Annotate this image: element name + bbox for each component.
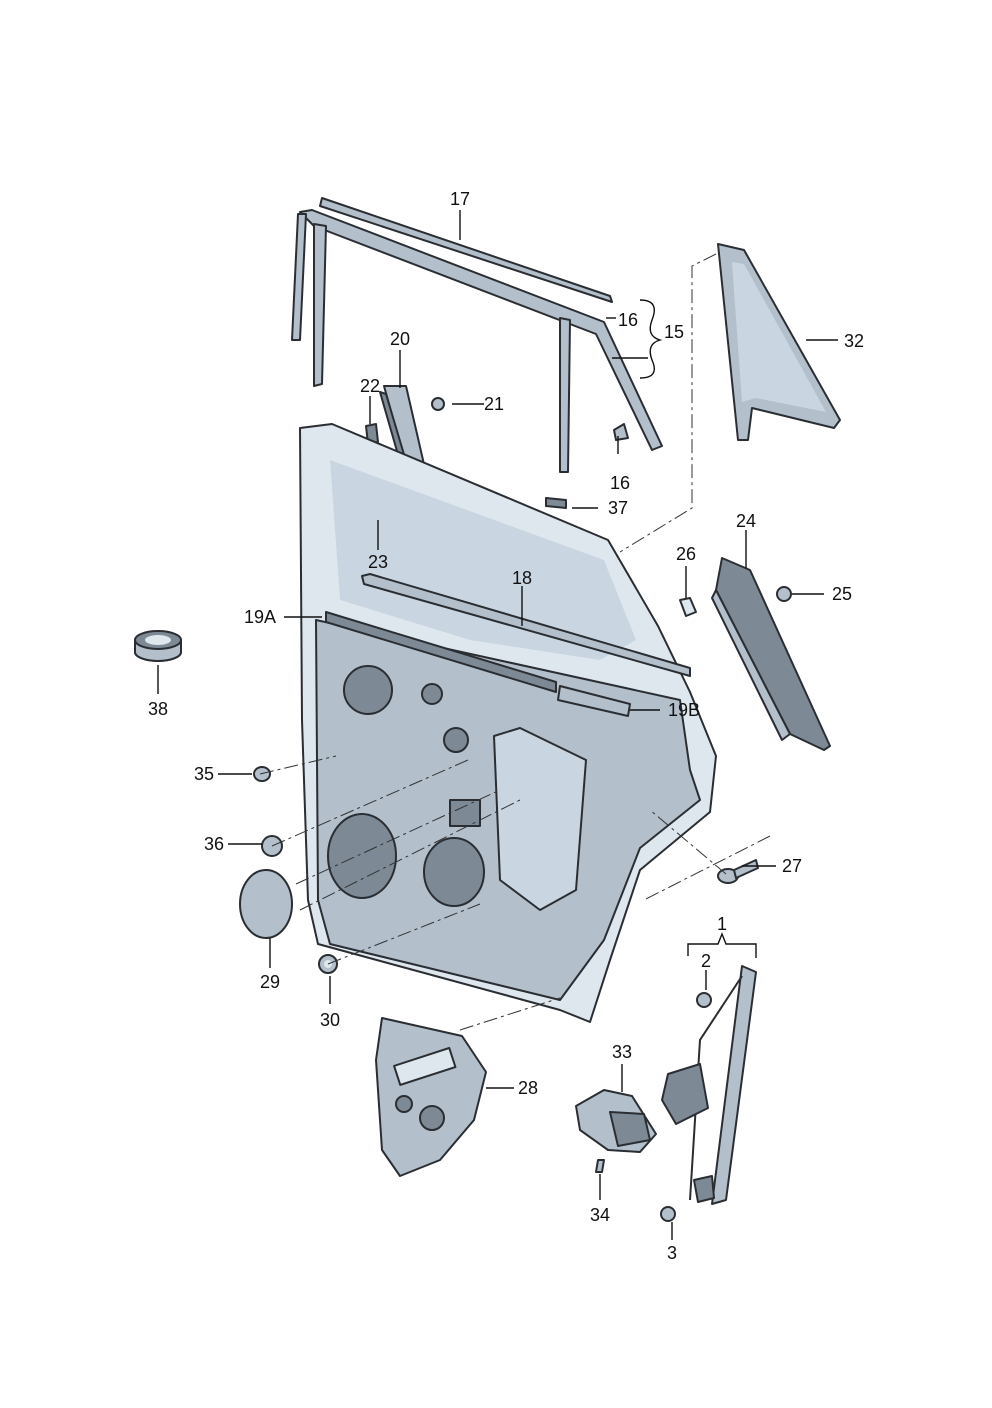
callout-36: 36 (204, 834, 224, 854)
door-channel-seal (711, 557, 831, 751)
callout-15: 15 (664, 322, 684, 342)
callout-25: 25 (832, 584, 852, 604)
window-regulator (660, 965, 757, 1222)
door-shell (299, 423, 717, 1023)
callout-23: 23 (368, 552, 388, 572)
callout-32: 32 (844, 331, 864, 351)
quarter-window (717, 243, 841, 441)
callout-21: 21 (484, 394, 504, 414)
callout-35: 35 (194, 764, 214, 784)
callout-27: 27 (782, 856, 802, 876)
callout-3: 3 (667, 1243, 677, 1263)
callout-30: 30 (320, 1010, 340, 1030)
callout-28: 28 (518, 1078, 538, 1098)
callout-33: 33 (612, 1042, 632, 1062)
window-channel-seal (291, 197, 663, 473)
callout-16-lower: 16 (610, 473, 630, 493)
callout-2: 2 (701, 951, 711, 971)
callout-1: 1 (717, 914, 727, 934)
access-cover (375, 1017, 487, 1177)
regulator-motor (575, 1089, 657, 1173)
callout-34: 34 (590, 1205, 610, 1225)
callout-labels: 17 20 22 21 16 15 16 37 23 18 19A 19B 26… (148, 189, 864, 1263)
callout-19a: 19A (244, 607, 276, 627)
callout-22: 22 (360, 376, 380, 396)
callout-20: 20 (390, 329, 410, 349)
callout-19b: 19B (668, 700, 700, 720)
callout-24: 24 (736, 511, 756, 531)
reference-lines (259, 253, 771, 1031)
callout-26: 26 (676, 544, 696, 564)
callout-29: 29 (260, 972, 280, 992)
rubber-ring (134, 630, 182, 662)
callout-18: 18 (512, 568, 532, 588)
callout-17: 17 (450, 189, 470, 209)
callout-38: 38 (148, 699, 168, 719)
callout-37: 37 (608, 498, 628, 518)
window-strips (325, 573, 691, 717)
callout-16-upper: 16 (618, 310, 638, 330)
leader-lines (157, 210, 838, 1240)
